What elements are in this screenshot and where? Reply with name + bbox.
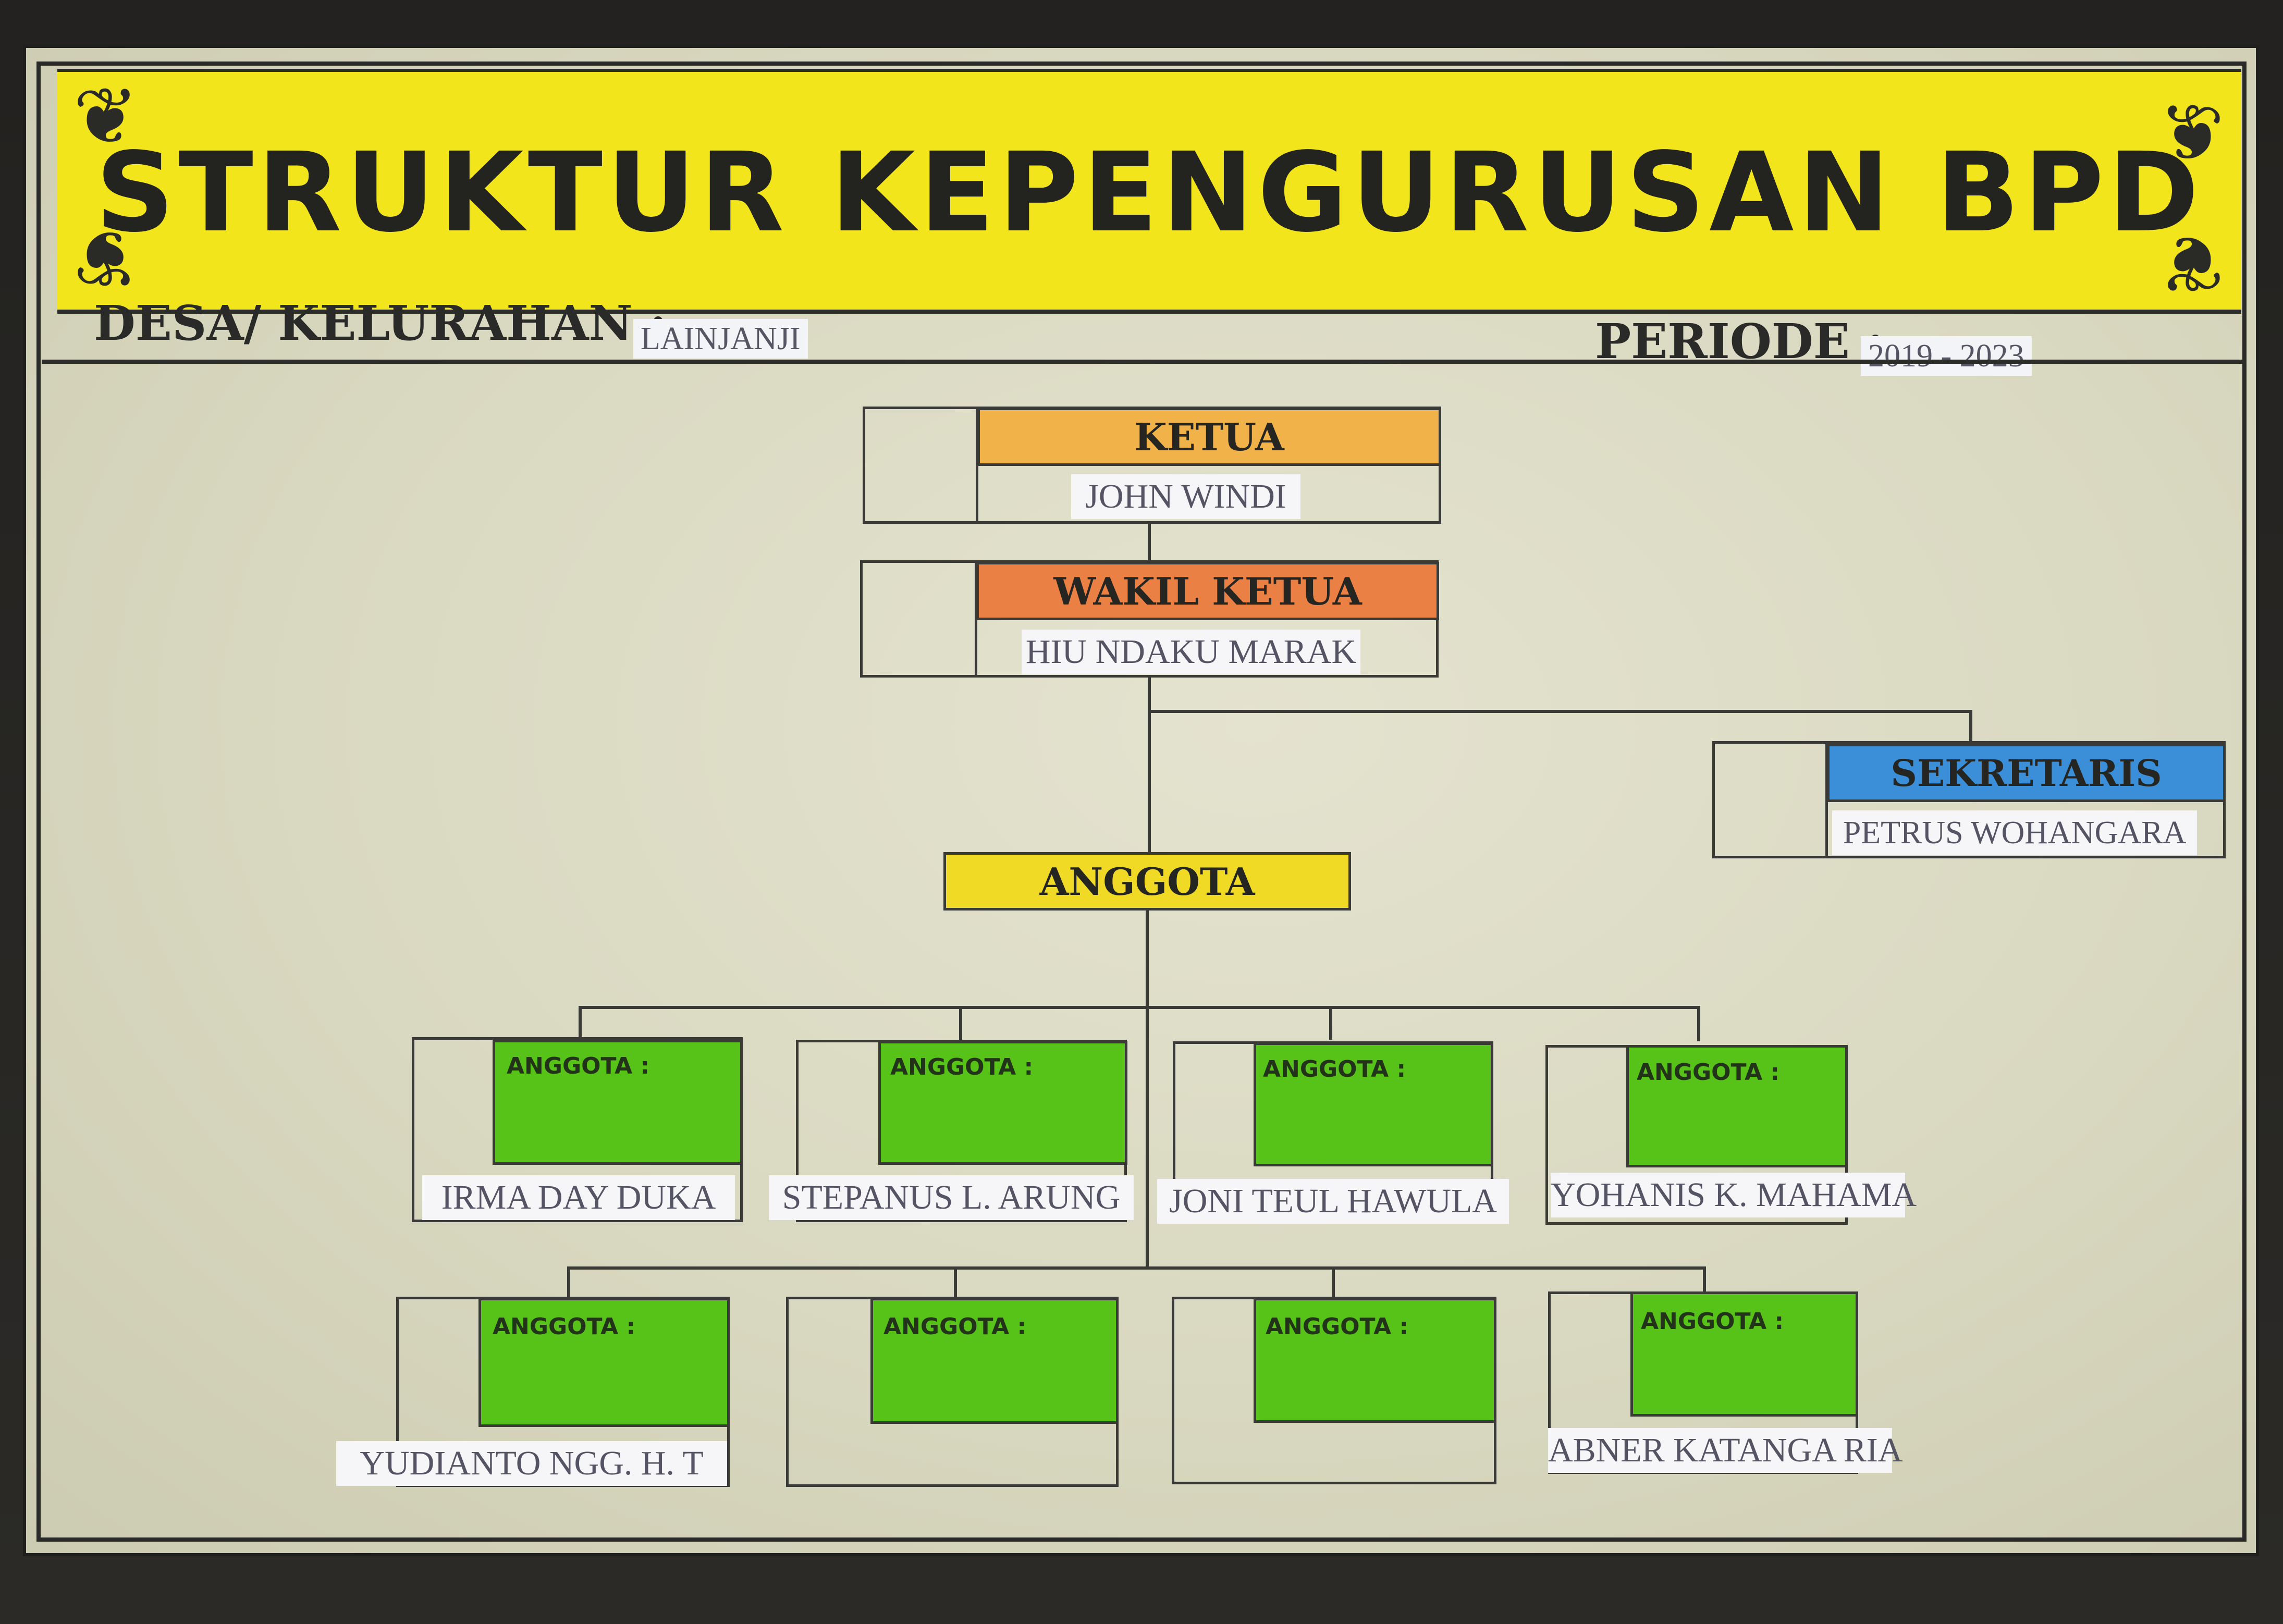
connector-ketua-wakil (1148, 521, 1151, 563)
periode-value: 2019 - 2023 (1861, 336, 2032, 376)
member-name: IRMA DAY DUKA (422, 1175, 735, 1220)
connector-row1-v2 (959, 1006, 962, 1040)
page-title: STRUKTUR KEPENGURUSAN BPD (95, 129, 2203, 256)
connector-row1-v1 (579, 1006, 582, 1040)
wakil-ketua-role-label: WAKIL KETUA (976, 562, 1439, 620)
member-name: YUDIANTO NGG. H. T (336, 1441, 727, 1486)
anggota-role-label: ANGGOTA (943, 852, 1351, 911)
connector-wakil-anggota (1148, 675, 1151, 852)
ketua-photo-slot (863, 407, 978, 524)
desa-label: DESA/ KELURAHAN : (94, 295, 667, 351)
member-label: ANGGOTA : (493, 1313, 636, 1340)
member-photo-area (870, 1298, 1119, 1424)
connector-row2-v3 (1332, 1266, 1335, 1298)
connector-row1-v3 (1329, 1006, 1332, 1040)
ketua-role-label: KETUA (977, 408, 1441, 466)
sekretaris-photo-slot (1712, 741, 1828, 858)
ketua-name: JOHN WINDI (1071, 474, 1300, 519)
wakil-ketua-photo-slot (860, 560, 977, 678)
member-photo-area (478, 1298, 730, 1427)
member-photo-area (1626, 1045, 1848, 1167)
sekretaris-role-label: SEKRETARIS (1827, 744, 2226, 802)
connector-row2-v4 (1703, 1266, 1706, 1295)
member-name: STEPANUS L. ARUNG (769, 1175, 1134, 1220)
connector-row1-v4 (1697, 1006, 1700, 1041)
sekretaris-name: PETRUS WOHANGARA (1832, 810, 2197, 855)
member-label: ANGGOTA : (890, 1054, 1034, 1080)
member-label: ANGGOTA : (1641, 1308, 1784, 1335)
wakil-ketua-name: HIU NDAKU MARAK (1022, 630, 1360, 674)
member-name: YOHANIS K. MAHAMA (1551, 1173, 1917, 1217)
desa-value: LAINJANJI (633, 319, 808, 359)
member-name: ABNER KATANGA RIA (1548, 1428, 1902, 1473)
board-inner-frame (36, 61, 2247, 1542)
member-photo-area (1630, 1291, 1858, 1417)
connector-to-sekretaris-h (1148, 710, 1972, 713)
member-name: JONI TEUL HAWULA (1157, 1179, 1509, 1224)
title-banner (57, 69, 2241, 314)
member-photo-area (1254, 1042, 1493, 1166)
connector-row1-h (579, 1006, 1700, 1009)
connector-row2-h (567, 1266, 1706, 1270)
corner-ornament-icon: ❦ (73, 72, 139, 160)
member-photo-area (1254, 1298, 1496, 1423)
member-photo-area (878, 1041, 1127, 1165)
connector-row2-v2 (954, 1266, 957, 1298)
info-divider (42, 360, 2247, 364)
member-label: ANGGOTA : (1266, 1313, 1409, 1340)
member-label: ANGGOTA : (507, 1053, 650, 1079)
connector-anggota-members (1146, 909, 1149, 1269)
connector-to-sekretaris-v (1969, 710, 1972, 742)
connector-row2-v1 (567, 1266, 570, 1298)
member-label: ANGGOTA : (1263, 1056, 1406, 1082)
member-label: ANGGOTA : (883, 1313, 1027, 1340)
member-photo-area (493, 1040, 743, 1165)
member-label: ANGGOTA : (1637, 1059, 1780, 1086)
